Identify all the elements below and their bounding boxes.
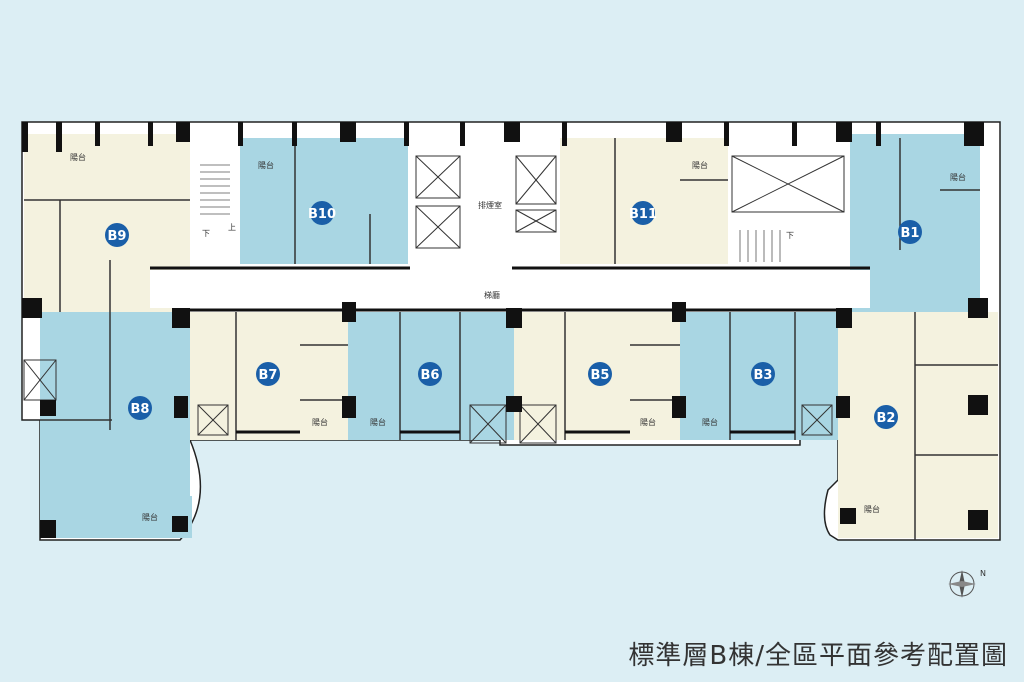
stair-left — [192, 150, 238, 260]
balcony-label: 陽台 — [370, 417, 386, 427]
svg-text:B1: B1 — [901, 226, 920, 241]
unit-b1[interactable]: B1 — [898, 220, 922, 244]
corridor-label: 梯廳 — [484, 290, 500, 300]
svg-text:B8: B8 — [131, 402, 150, 417]
svg-text:N: N — [980, 569, 986, 578]
unit-b5[interactable]: B5 — [588, 362, 612, 386]
unit-b6[interactable]: B6 — [418, 362, 442, 386]
svg-text:B9: B9 — [108, 229, 127, 244]
stair-up-label: 上 — [228, 223, 236, 232]
unit-badges: B9 B10 B11 B1 B7 B6 B5 B3 B8 B2 — [105, 201, 922, 429]
balcony-label: 陽台 — [258, 160, 274, 170]
svg-text:B11: B11 — [629, 207, 657, 222]
balcony-label: 陽台 — [142, 512, 158, 522]
svg-text:B3: B3 — [754, 368, 773, 383]
elevator-right — [512, 150, 560, 262]
compass-icon: N — [948, 569, 986, 598]
unit-b3[interactable]: B3 — [751, 362, 775, 386]
svg-text:B7: B7 — [259, 368, 278, 383]
walls — [150, 266, 870, 434]
elevator-shafts — [23, 155, 845, 444]
unit-b10[interactable]: B10 — [308, 201, 336, 225]
balcony-label: 陽台 — [864, 504, 880, 514]
unit-b8[interactable]: B8 — [128, 396, 152, 420]
svg-text:B6: B6 — [421, 368, 440, 383]
stair-down-label: 下 — [786, 231, 794, 240]
unit-area-b10 — [240, 138, 408, 264]
svg-text:B2: B2 — [877, 411, 896, 426]
stairs — [200, 164, 781, 262]
svg-text:B10: B10 — [308, 207, 336, 222]
balcony-label: 陽台 — [702, 417, 718, 427]
unit-b2[interactable]: B2 — [874, 405, 898, 429]
balcony-label: 陽台 — [640, 417, 656, 427]
balcony-label: 陽台 — [692, 160, 708, 170]
smoke-room — [466, 150, 512, 262]
smoke-room-label: 排煙室 — [478, 200, 502, 210]
unit-b11[interactable]: B11 — [629, 201, 657, 225]
room-labels: 陽台 陽台 陽台 陽台 陽台 陽台 陽台 陽台 陽台 陽台 排煙室 梯廳 下 上… — [70, 152, 966, 522]
unit-area-b11 — [560, 138, 728, 264]
unit-b9[interactable]: B9 — [105, 223, 129, 247]
stair-down-label: 下 — [202, 229, 210, 238]
stair-right — [728, 150, 848, 264]
partitions — [24, 138, 998, 540]
unit-b7[interactable]: B7 — [256, 362, 280, 386]
bottom-row-units — [40, 312, 998, 538]
balcony-label: 陽台 — [70, 152, 86, 162]
columns — [22, 122, 988, 538]
svg-text:B5: B5 — [591, 368, 610, 383]
balcony-label: 陽台 — [950, 172, 966, 182]
page-title: 標準層B棟/全區平面參考配置圖 — [628, 641, 1008, 671]
corridor — [150, 270, 870, 308]
balcony-label: 陽台 — [312, 417, 328, 427]
